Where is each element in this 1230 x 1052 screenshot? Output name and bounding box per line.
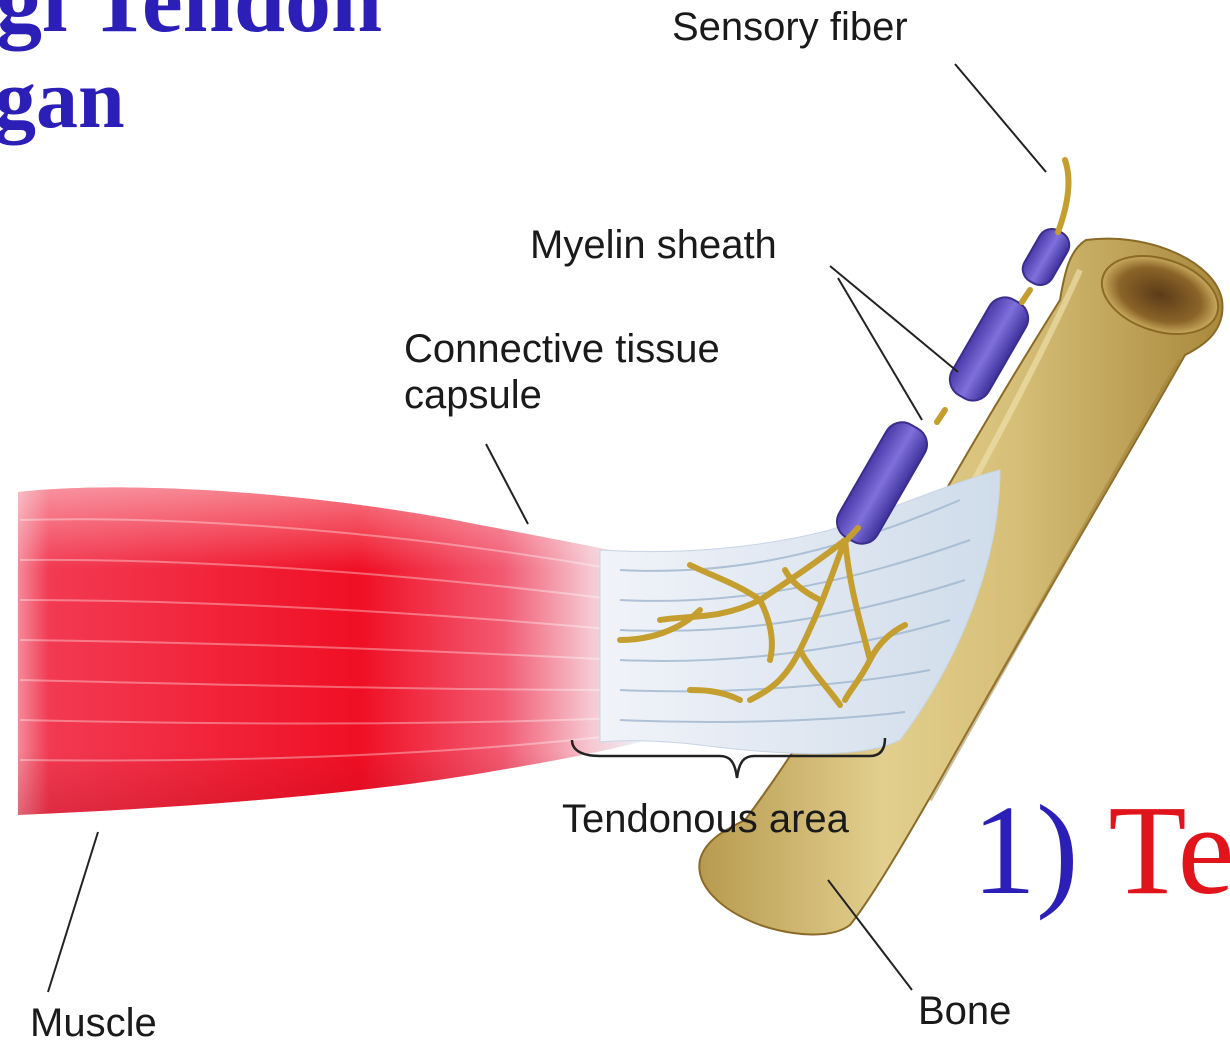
bone-label: Bone bbox=[918, 988, 1011, 1034]
myelin-sheath-label: Myelin sheath bbox=[530, 222, 777, 268]
sensory-fiber-label: Sensory fiber bbox=[672, 4, 908, 50]
subheading: 1) Te bbox=[972, 786, 1230, 914]
slide-title-line-2: gan bbox=[0, 58, 125, 142]
slide-title-line-1: gi Tendon bbox=[0, 0, 382, 46]
connective-tissue-capsule-label: Connective tissue capsule bbox=[404, 326, 720, 418]
subheading-number: 1) bbox=[972, 779, 1108, 921]
tendonous-area-label: Tendonous area bbox=[562, 796, 849, 842]
subheading-text: Te bbox=[1108, 779, 1230, 921]
capsule-label-line-1: Connective tissue bbox=[404, 326, 720, 372]
muscle-label: Muscle bbox=[30, 1000, 157, 1046]
muscle bbox=[18, 487, 640, 815]
capsule-label-line-2: capsule bbox=[404, 372, 720, 418]
